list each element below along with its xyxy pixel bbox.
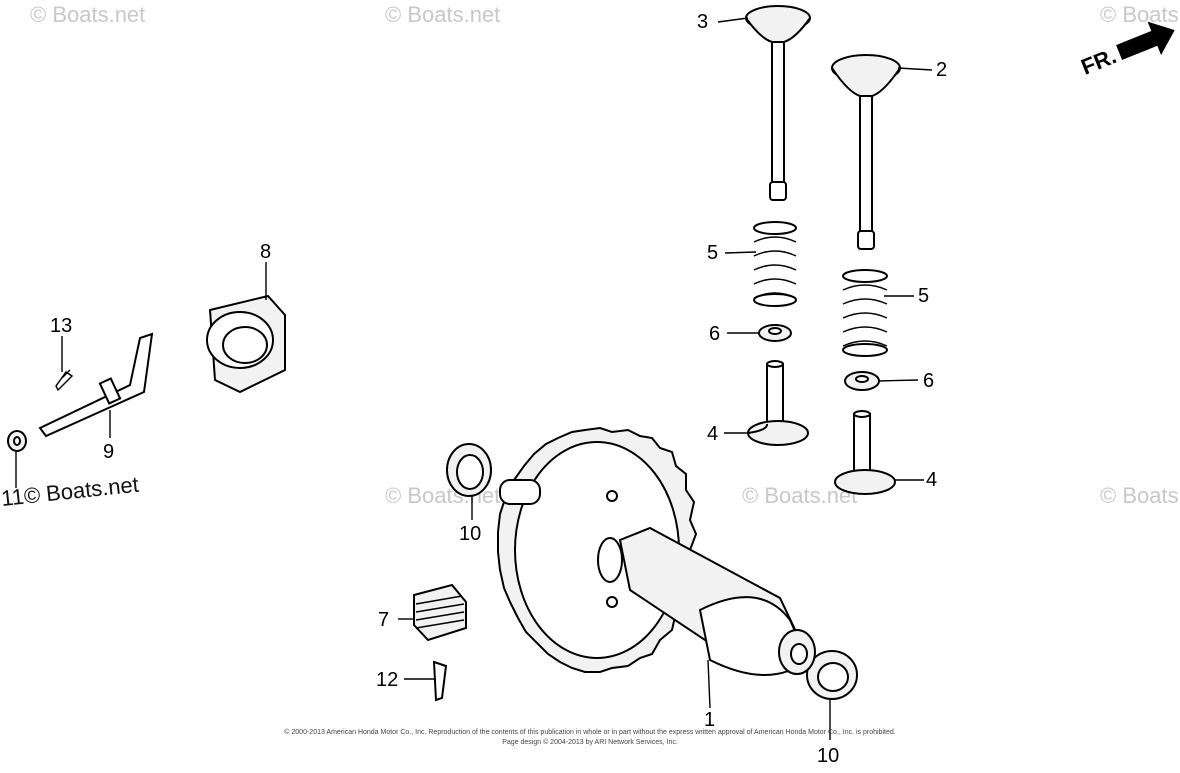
callout-4: 4 (926, 469, 937, 491)
callout-4: 4 (707, 423, 718, 445)
watermark: © Boats.net (30, 2, 145, 27)
callout-11-watermark: 11© Boats.net (0, 472, 140, 511)
governor-shaft (38, 332, 154, 438)
governor-holder (206, 294, 286, 394)
watermark: © Boats.net (1100, 483, 1180, 508)
callout-10: 10 (459, 523, 481, 545)
callout-2: 2 (936, 59, 947, 81)
valve-spring-right (842, 269, 888, 357)
valve-left (745, 5, 811, 201)
callout-13: 13 (50, 315, 72, 337)
copyright-notice: © 2000-2013 American Honda Motor Co., In… (284, 728, 895, 736)
arrow-icon (1116, 21, 1175, 61)
callout-5: 5 (707, 242, 718, 264)
callout-3: 3 (697, 11, 708, 33)
watermark: © Boats.net (385, 2, 500, 27)
valve-right (831, 54, 901, 250)
cotter-pin (432, 660, 448, 702)
tappet-left (747, 360, 809, 446)
callout-1: 1 (704, 709, 715, 731)
callout-6: 6 (709, 323, 720, 345)
page-design-notice: Page design © 2004-2013 by ARI Network S… (502, 738, 678, 746)
callout-12: 12 (376, 669, 398, 691)
weight-block (413, 583, 467, 642)
callout-9: 9 (103, 441, 114, 463)
watermark: © Boats.net (1100, 2, 1180, 27)
tappet-right (834, 410, 896, 495)
callout-5: 5 (918, 285, 929, 307)
hair-pin (55, 369, 74, 392)
camshaft-gear (497, 426, 816, 676)
callout-7: 7 (378, 609, 389, 631)
callout-8: 8 (260, 241, 271, 263)
front-label: FR. (1078, 43, 1120, 79)
callout-10: 10 (817, 745, 839, 767)
callout-6: 6 (923, 370, 934, 392)
valve-spring-left (753, 221, 797, 307)
